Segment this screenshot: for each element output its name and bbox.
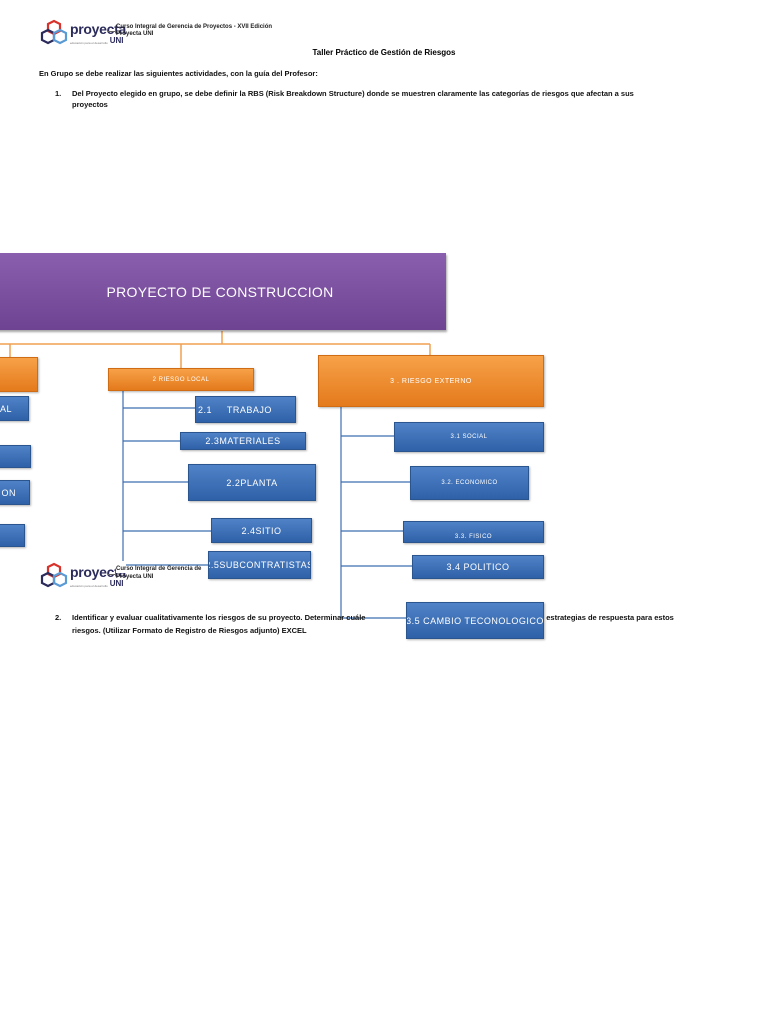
rbs-cat2-child-3-label: 2.2PLANTA	[226, 477, 278, 488]
logo-tagline: educación para el desarrollo	[70, 40, 108, 45]
item-2-number: 2.	[55, 613, 62, 622]
rbs-cat3-child-1: 3.1 SOCIAL	[394, 422, 544, 452]
rbs-cat2-child-3: 2.2PLANTA	[188, 464, 316, 501]
rbs-cat3-child-1-label: 3.1 SOCIAL	[450, 434, 488, 440]
rbs-category-3-label: 3 . RIESGO EXTERNO	[390, 377, 472, 385]
rbs-category-3: 3 . RIESGO EXTERNO	[318, 355, 544, 407]
item-2-line-1a: Identificar y evaluar cualitativamente l…	[72, 613, 366, 622]
rbs-cat2-child-5-label: 2.5SUBCONTRATISTAS	[208, 560, 311, 570]
rbs-cat2-child-5: 2.5SUBCONTRATISTAS	[208, 551, 311, 579]
page-title: Taller Práctico de Gestión de Riesgos	[312, 48, 456, 57]
logo-uni: UNI	[109, 35, 124, 45]
logo-wordmark: proyecta	[70, 20, 126, 37]
rbs-category-2: 2 RIESGO LOCAL	[108, 368, 254, 391]
rbs-cat1-child-c: ON	[0, 480, 30, 505]
rbs-cat1-child-c-label: ON	[1, 487, 16, 498]
footer-logo-wordmark: proyecta	[70, 563, 126, 580]
rbs-cat1-child-b	[0, 445, 31, 468]
item-2-line-1b: y estrategias de respuesta para estos	[540, 613, 674, 622]
footer-course-line: Curso Integral de Gerencia de	[116, 566, 203, 573]
rbs-cat3-child-4-label: 3.4 POLITICO	[446, 562, 510, 572]
rbs-cat3-child-3: 3.3. FISICO	[403, 521, 544, 543]
hexagon-logo-icon	[40, 562, 68, 588]
rbs-cat2-child-1-label: 2.1 TRABAJO	[198, 404, 272, 415]
rbs-cat1-child-a-label: AL	[0, 403, 12, 414]
item-1-line-2: proyectos	[72, 100, 108, 109]
item-2-line-2: riesgos. (Utilizar Formato de Registro d…	[72, 626, 307, 635]
rbs-cat3-child-4: 3.4 POLITICO	[412, 555, 544, 579]
item-1-line-1: Del Proyecto elegido en grupo, se debe d…	[72, 89, 634, 98]
rbs-cat3-child-5-label: 3.5 CAMBIO TECONOLOGICO	[406, 615, 544, 626]
header-course-line: Curso Integral de Gerencia de Proyectos …	[116, 24, 273, 30]
hexagon-logo-icon	[40, 19, 68, 45]
footer-course-org: Proyecta UNI	[116, 574, 154, 580]
rbs-cat3-child-5: 3.5 CAMBIO TECONOLOGICO	[406, 602, 544, 639]
rbs-cat3-child-2-label: 3.2. ECONOMICO	[441, 480, 498, 486]
rbs-cat1-child-a: AL	[0, 396, 29, 421]
rbs-cat2-child-4: 2.4SITIO	[211, 518, 312, 543]
rbs-cat2-child-4-label: 2.4SITIO	[241, 525, 282, 536]
footer-logo-tagline: educación para el desarrollo	[70, 583, 108, 588]
rbs-cat2-child-2: 2.3MATERIALES	[180, 432, 306, 450]
rbs-root-label: PROYECTO DE CONSTRUCCION	[106, 283, 334, 300]
rbs-category-1-partial	[0, 357, 38, 392]
intro-text: En Grupo se debe realizar las siguientes…	[39, 69, 318, 78]
rbs-cat2-child-2-label: 2.3MATERIALES	[205, 436, 281, 446]
footer-logo: proyecta educación para el desarrollo UN…	[39, 561, 126, 591]
rbs-cat3-child-2: 3.2. ECONOMICO	[410, 466, 529, 500]
rbs-category-2-label: 2 RIESGO LOCAL	[152, 376, 210, 383]
footer-divider	[108, 574, 116, 575]
rbs-root-node: PROYECTO DE CONSTRUCCION	[0, 253, 446, 330]
header-course-org: Proyecta UNI	[116, 31, 154, 37]
footer-logo-uni: UNI	[109, 578, 124, 588]
header-divider	[108, 31, 116, 32]
rbs-cat2-child-1: 2.1 TRABAJO	[195, 396, 296, 423]
rbs-cat1-child-d	[0, 524, 25, 547]
rbs-cat3-child-3-label: 3.3. FISICO	[454, 534, 493, 540]
header-logo: proyecta educación para el desarrollo UN…	[39, 18, 126, 48]
item-1-number: 1.	[55, 89, 62, 98]
